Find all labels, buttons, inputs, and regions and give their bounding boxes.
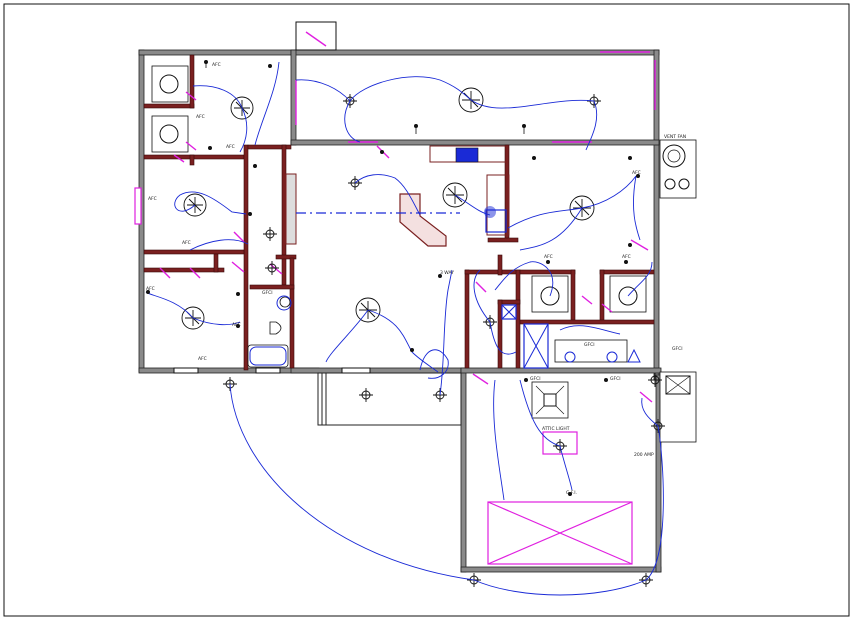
exterior-walls: [138, 21, 662, 573]
afc-label-hall: AFC: [226, 144, 235, 150]
meter-label: 200 AMP: [634, 452, 654, 458]
afc-label-bed3: AFC: [146, 286, 155, 292]
afc-label-wic2: AFC: [622, 254, 631, 260]
gfci-label-exterior: GFCI: [672, 346, 683, 352]
bathroom-fixtures: [247, 296, 641, 369]
plan-annotations: VENT FAN AFC AFC AFC AFC AFC AFC AFC AFC…: [146, 62, 686, 496]
closet-units: [151, 65, 697, 443]
gfci-label-bath: GFCI: [262, 290, 273, 296]
afc-label-bed1: AFC: [212, 62, 221, 68]
afc-label-bed3c: AFC: [198, 356, 207, 362]
three-way-label: 3 WAY: [440, 270, 454, 276]
afc-label-wic1: AFC: [544, 254, 553, 260]
gfci-label-master-bath: GFCI: [584, 342, 595, 348]
device-symbols: [145, 60, 641, 496]
doors: [134, 31, 656, 403]
drawing-frame: [3, 3, 850, 617]
afc-label-bed2: AFC: [148, 196, 157, 202]
gfci-label-garage-2: GFCI: [610, 376, 621, 382]
garage-attic-hatch: [487, 431, 633, 565]
wiring-runs: [145, 61, 664, 596]
interior-walls: [143, 54, 655, 371]
afc-label-master: AFC: [632, 170, 641, 176]
attic-light-label: ATTIC LIGHT: [542, 426, 570, 432]
gfi-label-garage: G.F.I.: [566, 490, 577, 496]
afc-label-closet: AFC: [196, 114, 205, 120]
afc-label-bed3b: AFC: [232, 322, 241, 328]
gfci-label-garage-1: GFCI: [530, 376, 541, 382]
vent-fan-label: VENT FAN: [664, 134, 686, 140]
afc-label-bed2b: AFC: [182, 240, 191, 246]
kitchen-counters: [285, 145, 510, 247]
